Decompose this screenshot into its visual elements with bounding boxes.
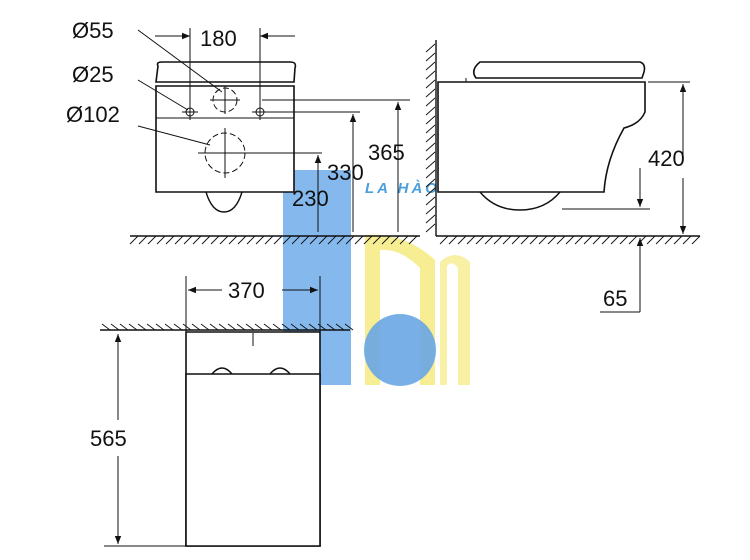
- front-bowl-bottom: [205, 191, 243, 213]
- wall-hatch: [425, 43, 436, 233]
- front-view: Ø55 Ø25 Ø102 180 230 330 365: [66, 18, 420, 237]
- dim-180: 180: [200, 26, 237, 51]
- logo-circle: [364, 314, 436, 386]
- logo-yellow-arch-outer: [440, 255, 470, 385]
- side-seat: [472, 61, 646, 79]
- dim-hole-55: Ø55: [72, 18, 114, 43]
- dim-230: 230: [292, 186, 329, 211]
- top-seat: [185, 373, 321, 547]
- floor-hatching: [101, 235, 701, 331]
- side-bowl-bottom: [479, 191, 561, 211]
- dim-65: 65: [603, 286, 627, 311]
- watermark-text: LA HÀO: [365, 180, 440, 197]
- dim-330: 330: [327, 160, 364, 185]
- dim-370: 370: [228, 278, 265, 303]
- top-view: 370 565: [90, 276, 350, 547]
- dim-hole-102: Ø102: [66, 102, 120, 127]
- front-seat: [155, 61, 297, 83]
- dim-565: 565: [90, 426, 127, 451]
- dim-365: 365: [368, 140, 405, 165]
- dim-420: 420: [648, 146, 685, 171]
- side-body: [437, 81, 646, 193]
- dim-hole-25: Ø25: [72, 62, 114, 87]
- side-view: 420 65: [425, 40, 700, 313]
